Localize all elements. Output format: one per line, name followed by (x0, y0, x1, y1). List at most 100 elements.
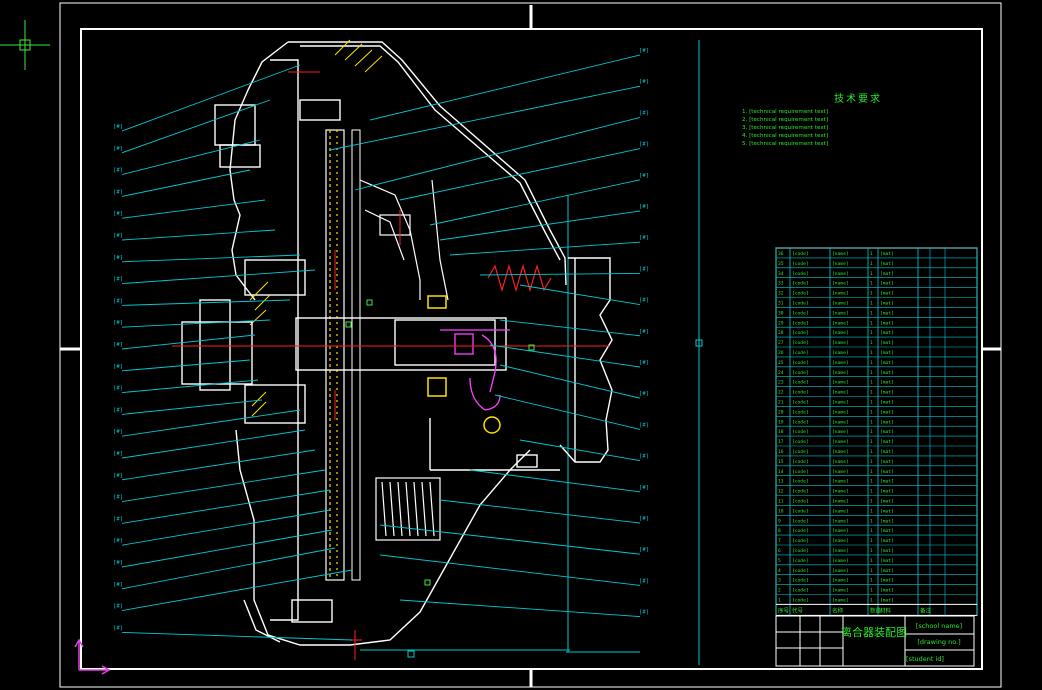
table-header-cell: 数量 (870, 606, 882, 614)
table-cell: [mat] (880, 360, 894, 366)
table-cell: 1 (870, 380, 873, 386)
table-cell: [code] (792, 291, 809, 297)
leader-line (379, 524, 641, 555)
table-cell: 1 (870, 271, 873, 277)
part-number-label: [#] (113, 233, 123, 239)
leader-line (399, 599, 641, 618)
table-cell: 23 (778, 380, 784, 386)
table-cell: [code] (792, 409, 809, 415)
part-number-label: [#] (113, 320, 123, 326)
table-cell: 1 (870, 419, 873, 425)
part-number-label: [#] (639, 329, 649, 335)
table-cell: [mat] (880, 271, 894, 277)
leader-line (469, 469, 641, 493)
table-cell: [name] (832, 330, 849, 336)
school-name: [school name] (916, 622, 962, 630)
crosshair-cursor[interactable] (0, 20, 50, 70)
tech-req-item-2: 2. [technical requirement text] (742, 117, 829, 123)
leader-line (121, 139, 261, 176)
ucs-icon (74, 638, 111, 675)
table-cell: 31 (778, 301, 784, 307)
table-cell: [code] (792, 380, 809, 386)
table-cell: [code] (792, 330, 809, 336)
release-fork (440, 329, 510, 411)
table-cell: [mat] (880, 508, 894, 514)
part-number-label: [#] (113, 364, 123, 370)
part-number-label: [#] (113, 516, 123, 522)
table-cell: 1 (870, 281, 873, 287)
table-cell: [name] (832, 479, 849, 485)
part-number-label: [#] (639, 516, 649, 522)
table-cell: [code] (792, 459, 809, 465)
tech-req-item-5: 5. [technical requirement text] (742, 141, 829, 147)
table-cell: 16 (778, 449, 784, 455)
part-number-label: [#] (113, 168, 123, 174)
part-number-label: [#] (113, 604, 123, 610)
table-cell: 4 (778, 568, 781, 574)
leader-line (439, 499, 641, 524)
table-cell: [name] (832, 350, 849, 356)
leader-line (429, 179, 641, 226)
table-cell: [mat] (880, 489, 894, 495)
leader-line (379, 554, 641, 586)
leader-line (519, 284, 641, 306)
parts-list-table: 36[code][name]1[mat]35[code][name]1[mat]… (775, 247, 978, 616)
table-cell: 1 (870, 291, 873, 297)
table-header-cell: 序号 (778, 606, 790, 614)
table-cell: 6 (778, 548, 781, 554)
part-number-label: [#] (113, 211, 123, 217)
leader-line (121, 399, 263, 415)
table-cell: 11 (778, 499, 784, 505)
friction-disc (325, 129, 361, 581)
leader-line (121, 99, 271, 154)
table-cell: 8 (778, 528, 781, 534)
table-cell: [name] (832, 459, 849, 465)
table-cell: [name] (832, 449, 849, 455)
table-cell: 1 (870, 459, 873, 465)
table-cell: [code] (792, 400, 809, 406)
table-cell: 21 (778, 400, 784, 406)
table-cell: [mat] (880, 538, 894, 544)
part-number-label: [#] (113, 625, 123, 631)
table-cell: [mat] (880, 479, 894, 485)
table-cell: [mat] (880, 528, 894, 534)
part-number-label: [#] (113, 582, 123, 588)
table-cell: [code] (792, 479, 809, 485)
table-cell: [name] (832, 499, 849, 505)
table-cell: 1 (870, 350, 873, 356)
table-cell: 29 (778, 320, 784, 326)
leader-line (499, 319, 641, 337)
part-number-label: [#] (639, 79, 649, 85)
table-cell: 5 (778, 558, 781, 564)
leader-line (499, 364, 641, 399)
table-cell: [mat] (880, 340, 894, 346)
part-number-label: [#] (113, 407, 123, 413)
table-cell: 1 (870, 578, 873, 584)
table-cell: [mat] (880, 409, 894, 415)
table-cell: [name] (832, 538, 849, 544)
table-cell: [code] (792, 518, 809, 524)
leader-line (121, 169, 251, 197)
drawing-title: 离合器装配图 (841, 625, 907, 639)
table-cell: 1 (870, 429, 873, 435)
table-cell: [mat] (880, 380, 894, 386)
table-cell: 1 (778, 598, 781, 604)
table-cell: 35 (778, 261, 784, 267)
leader-line (489, 344, 641, 368)
table-cell: 10 (778, 508, 784, 514)
part-number-label: [#] (639, 454, 649, 460)
table-cell: [code] (792, 350, 809, 356)
table-cell: [name] (832, 588, 849, 594)
leader-line (121, 299, 291, 306)
table-cell: 9 (778, 518, 781, 524)
part-number-label: [#] (113, 277, 123, 283)
table-cell: [mat] (880, 370, 894, 376)
leader-line (121, 254, 301, 263)
leader-line (121, 269, 316, 285)
table-cell: 1 (870, 479, 873, 485)
table-cell: 33 (778, 281, 784, 287)
table-cell: 28 (778, 330, 784, 336)
leader-line (449, 241, 641, 256)
table-cell: [name] (832, 568, 849, 574)
